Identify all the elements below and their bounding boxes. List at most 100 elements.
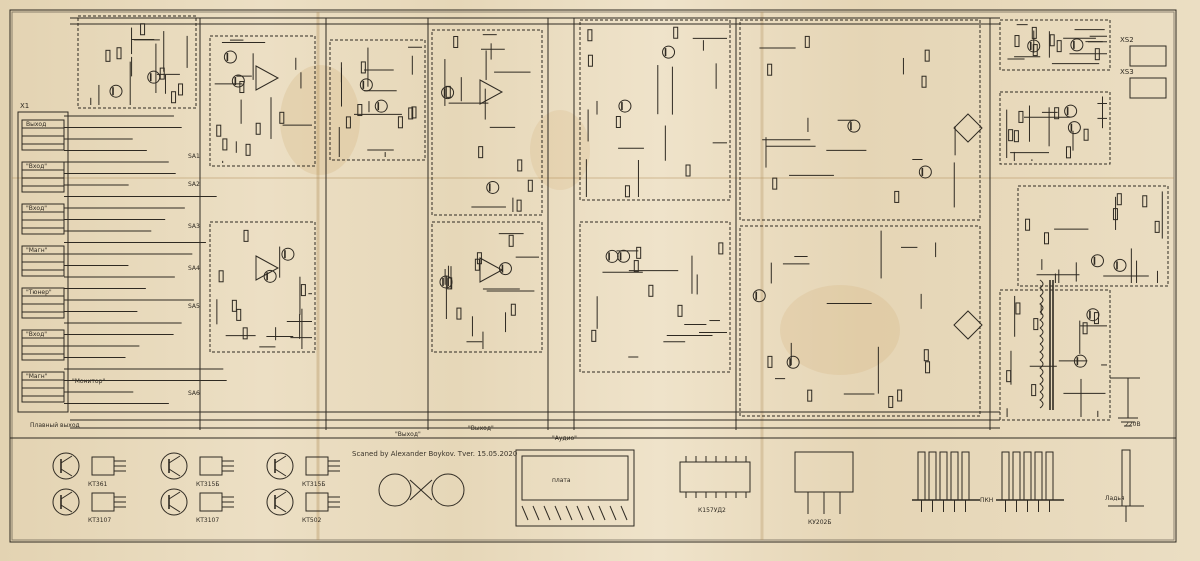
resistor-symbol <box>516 199 522 212</box>
transformer-winding <box>1039 359 1044 377</box>
resistor-symbol <box>1142 195 1148 208</box>
transistor-symbol <box>1090 254 1104 268</box>
ground-symbol <box>1118 417 1138 427</box>
subcircuit-block <box>999 19 1111 71</box>
resistor-symbol <box>636 246 642 259</box>
transistor-package-symbol <box>52 452 80 480</box>
module-hatch <box>609 505 617 521</box>
resistor-symbol <box>236 308 242 321</box>
transistor-package-symbol <box>378 473 412 507</box>
transformer-winding <box>1039 327 1044 345</box>
resistor-symbol <box>615 115 621 128</box>
resistor-symbol <box>411 106 417 119</box>
sheet-border <box>9 9 1177 543</box>
transistor-symbol <box>109 84 123 98</box>
input-connector-block <box>21 287 65 319</box>
transistor-leads <box>60 491 73 513</box>
resistor-symbol <box>243 229 249 242</box>
resistor-symbol <box>357 104 363 117</box>
resistor-symbol <box>1116 193 1122 206</box>
transistor-leads <box>168 455 181 477</box>
opamp-symbol <box>255 255 280 281</box>
subcircuit-block <box>431 221 543 353</box>
resistor-symbol <box>1033 318 1039 331</box>
bridge-rectifier <box>953 310 983 340</box>
resistor-symbol <box>445 85 451 98</box>
transistor-package-symbol <box>52 488 80 516</box>
resistor-symbol <box>1065 146 1071 159</box>
resistor-symbol <box>685 164 691 177</box>
resistor-symbol <box>474 258 480 271</box>
transistor-package-label: КТ502 <box>302 517 322 524</box>
subcircuit-block <box>579 221 731 373</box>
resistor-symbol <box>897 389 903 402</box>
switch-assembly-label: ПКН <box>980 497 993 504</box>
thyristor-label: КУ202Б <box>808 519 831 526</box>
transistor-package-label: КТ315Б <box>196 481 220 488</box>
resistor-symbol <box>923 349 929 362</box>
resistor-symbol <box>1056 40 1062 53</box>
resistor-symbol <box>772 177 778 190</box>
subcircuit-block <box>579 19 731 201</box>
transistor-symbol <box>617 249 631 263</box>
resistor-symbol <box>804 35 810 48</box>
resistor-symbol <box>397 116 403 129</box>
connector-xs3 <box>1129 77 1167 99</box>
switch-assembly-column <box>939 451 948 501</box>
module-hatch <box>620 505 628 521</box>
transistor-pins <box>328 496 340 508</box>
resistor-symbol <box>171 91 177 104</box>
sheet-border-inner <box>11 11 1175 541</box>
resistor-symbol <box>587 54 593 67</box>
input-connector-block <box>21 245 65 277</box>
module-hatch <box>543 505 551 521</box>
resistor-symbol <box>453 35 459 48</box>
module-board <box>515 449 635 527</box>
transistor-symbol <box>1113 258 1127 272</box>
resistor-symbol <box>1031 26 1037 39</box>
transistor-symbol <box>263 269 277 283</box>
transistor-symbol <box>1067 121 1081 135</box>
bridge-rectifier <box>953 113 983 143</box>
bottom-tag: "Аудио" <box>552 435 577 442</box>
resistor-symbol <box>1008 129 1014 142</box>
resistor-symbol <box>767 355 773 368</box>
transistor-symbol <box>231 74 245 88</box>
subcircuit-block <box>739 19 981 221</box>
transformer-winding <box>1039 343 1044 361</box>
transistor-symbol <box>786 355 800 369</box>
resistor-symbol <box>1083 128 1089 141</box>
transistor-package-symbol <box>431 473 465 507</box>
transistor-package-symbol <box>160 452 188 480</box>
transistor-package-symbol <box>266 488 294 516</box>
resistor-symbol <box>218 270 224 283</box>
resistor-symbol <box>300 284 306 297</box>
input-connector-label: "Магн" <box>26 247 48 254</box>
input-connector-block <box>21 371 65 403</box>
resistor-symbol <box>456 307 462 320</box>
transistor-symbol <box>605 249 619 263</box>
transistor-symbol <box>374 99 388 113</box>
switch-assembly-column <box>1001 451 1010 501</box>
transistor-symbol <box>281 247 295 261</box>
resistor-symbol <box>1025 218 1031 231</box>
switch-assembly-column <box>928 451 937 501</box>
resistor-symbol <box>1049 34 1055 47</box>
resistor-symbol <box>159 67 165 80</box>
switch-assembly-column <box>1045 451 1054 501</box>
resistor-symbol <box>1032 44 1038 57</box>
resistor-symbol <box>222 138 228 151</box>
transistor-symbol <box>1086 308 1100 322</box>
module-hatch <box>521 505 529 521</box>
transformer-winding <box>1039 311 1044 329</box>
resistor-symbol <box>216 124 222 137</box>
switch-label-sa4: SA4 <box>188 265 200 272</box>
transformer-winding <box>1039 375 1044 393</box>
module-board-label: плата <box>552 477 571 484</box>
transistor-pins <box>222 460 234 472</box>
transistor-symbol <box>662 45 676 59</box>
transistor-symbol <box>752 289 766 303</box>
resistor-symbol <box>478 146 484 159</box>
